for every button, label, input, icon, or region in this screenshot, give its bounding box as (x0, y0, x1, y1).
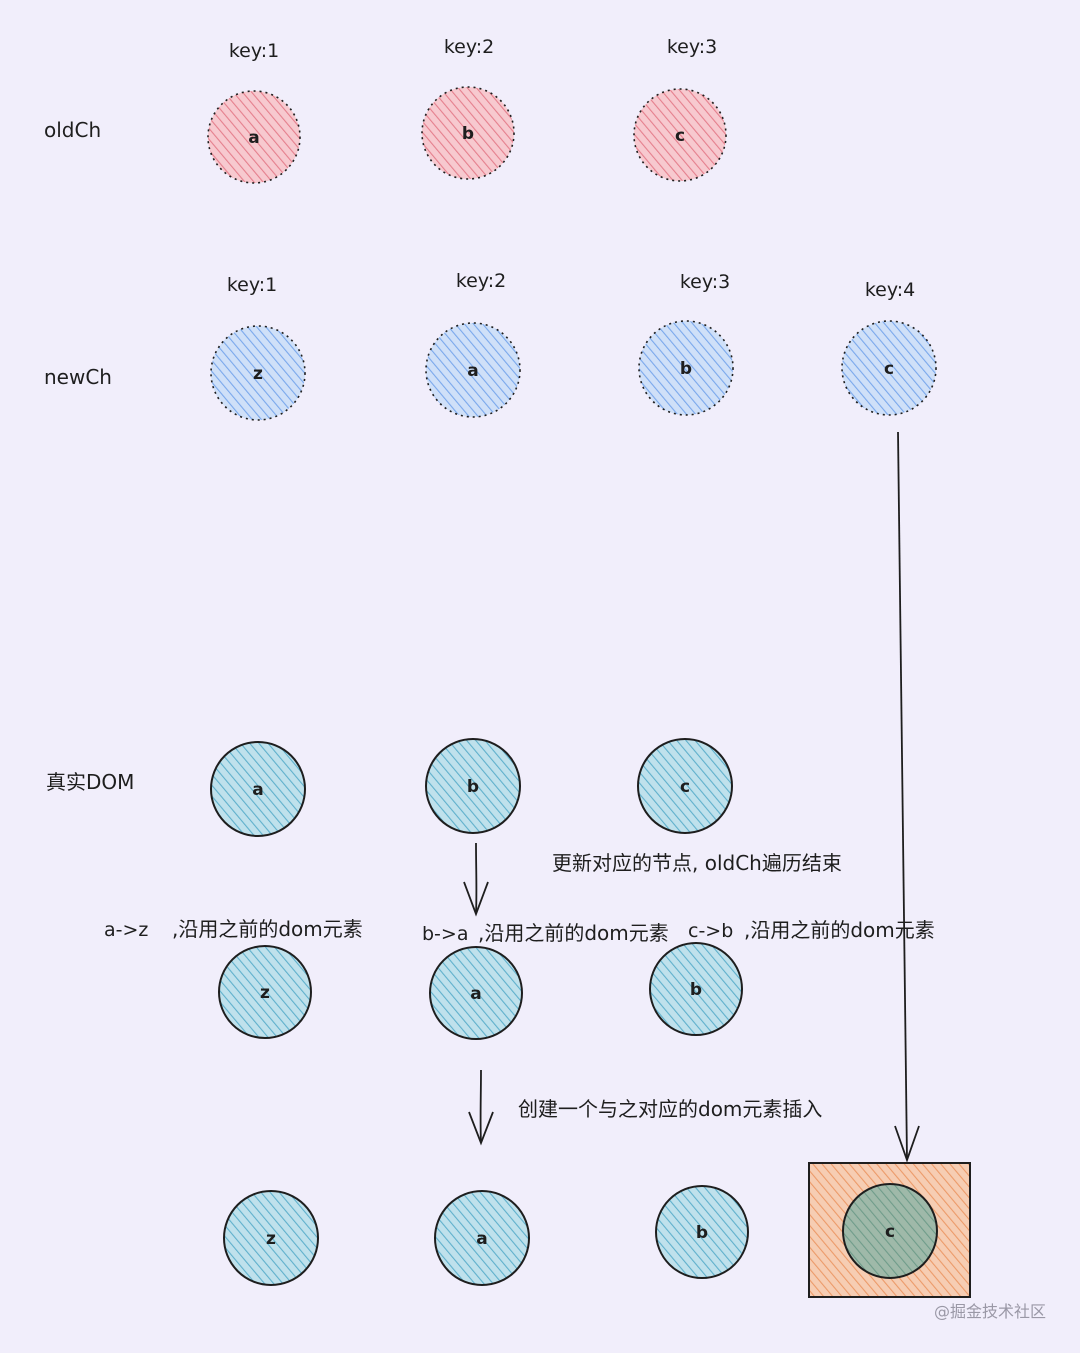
old-node-key: key:3 (667, 36, 717, 58)
watermark: @掘金技术社区 (934, 1302, 1046, 1321)
dom-node-label: z (260, 983, 270, 1003)
dom-final-node-1: z (223, 1190, 319, 1286)
update-note-1: ,沿用之前的dom元素 (172, 917, 363, 941)
note-update: 更新对应的节点, oldCh遍历结束 (552, 851, 842, 875)
new-node-key: key:2 (456, 270, 506, 292)
old-node-key: key:2 (444, 36, 494, 58)
old-node-label: a (248, 128, 259, 148)
dom-updated-node-1: z (218, 945, 312, 1039)
new-node-label: a (467, 361, 478, 381)
dom-initial-node-2: b (425, 738, 521, 834)
arrow-down-update (463, 842, 489, 917)
dom-node-label: c (680, 777, 690, 797)
new-node-4: key:4 c (841, 279, 937, 416)
dom-node-label: b (467, 777, 479, 797)
dom-node-label: a (252, 780, 263, 800)
update-change-3: c->b (688, 920, 733, 942)
new-node-key: key:3 (680, 271, 730, 293)
dom-initial-node-3: c (637, 738, 733, 834)
arrow-insert (894, 431, 920, 1163)
new-node-label: z (253, 364, 263, 384)
dom-updated-node-2: a (429, 946, 523, 1040)
new-node-label: c (884, 359, 894, 379)
new-node-2: key:2 a (425, 270, 521, 418)
new-node-label: b (680, 359, 692, 379)
new-node-3: key:3 b (638, 271, 734, 416)
inserted-node-label: c (885, 1222, 895, 1242)
old-node-label: c (675, 126, 685, 146)
note-create: 创建一个与之对应的dom元素插入 (518, 1097, 822, 1121)
new-node-key: key:4 (865, 279, 915, 301)
update-note-3: ,沿用之前的dom元素 (744, 918, 935, 942)
dom-node-label: z (266, 1229, 276, 1249)
row-label-newch: newCh (44, 365, 112, 389)
old-node-key: key:1 (229, 40, 279, 62)
dom-node-label: b (690, 980, 702, 1000)
row-label-real-dom: 真实DOM (46, 770, 134, 794)
dom-final-node-3: b (655, 1185, 749, 1279)
inserted-node-box: c (808, 1162, 971, 1298)
dom-node-label: b (696, 1223, 708, 1243)
old-node-2: key:2 b (421, 36, 515, 180)
new-node-1: key:1 z (210, 274, 306, 421)
dom-node-label: a (470, 984, 481, 1004)
arrow-down-create (468, 1069, 494, 1146)
dom-node-label: a (476, 1229, 487, 1249)
update-note-2: ,沿用之前的dom元素 (478, 921, 669, 945)
row-label-oldch: oldCh (44, 118, 101, 142)
old-node-1: key:1 a (207, 40, 301, 184)
update-change-2: b->a (422, 923, 468, 945)
new-node-key: key:1 (227, 274, 277, 296)
old-node-label: b (462, 124, 474, 144)
dom-final-node-2: a (434, 1190, 530, 1286)
dom-initial-node-1: a (210, 741, 306, 837)
old-node-3: key:3 c (633, 36, 727, 182)
update-change-1: a->z (104, 919, 148, 941)
dom-updated-node-3: b (649, 942, 743, 1036)
